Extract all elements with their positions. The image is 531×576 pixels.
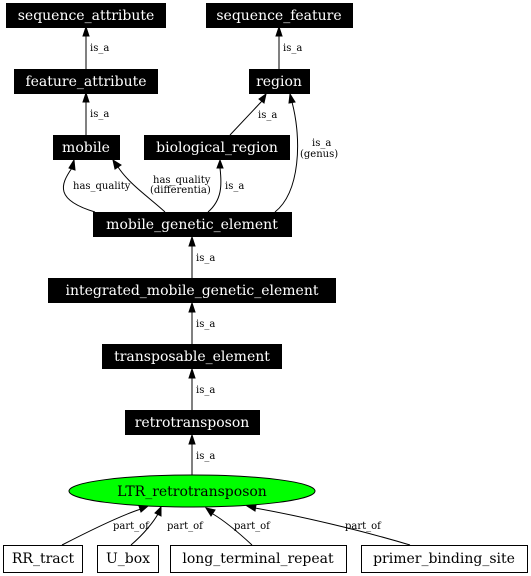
node-integrated-mobile-genetic-element[interactable]: integrated_mobile_genetic_element <box>48 278 336 303</box>
node-label: biological_region <box>156 140 278 156</box>
node-u-box[interactable]: U_box <box>97 545 159 573</box>
edge-label-is-a: is_a <box>283 43 302 54</box>
edge-mge-to-region-genus <box>274 92 299 213</box>
edge-mobile-to-feature-attribute <box>82 91 90 135</box>
node-retrotransposon[interactable]: retrotransposon <box>125 410 260 435</box>
node-transposable-element[interactable]: transposable_element <box>102 344 282 369</box>
edge-label-differentia: (differentia) <box>150 185 211 196</box>
edge-label-is-a-genus: is_a <box>312 138 331 149</box>
edge-label-part-of: part_of <box>113 521 150 532</box>
edge-u-box-to-ltr <box>130 505 162 546</box>
node-mobile[interactable]: mobile <box>53 135 120 160</box>
node-ltr-retrotransposon[interactable]: LTR_retrotransposon <box>68 474 316 508</box>
node-label: LTR_retrotransposon <box>117 484 267 500</box>
node-sequence-attribute[interactable]: sequence_attribute <box>6 3 166 28</box>
node-label: feature_attribute <box>25 74 146 90</box>
edge-te-to-imge <box>188 301 196 344</box>
edge-imge-to-mge <box>188 235 196 278</box>
node-label: mobile_genetic_element <box>106 217 278 233</box>
edge-label-has-quality: has_quality <box>73 181 131 192</box>
node-label: transposable_element <box>114 349 270 365</box>
edge-mge-to-biological-region <box>207 158 224 213</box>
node-label: retrotransposon <box>135 415 250 431</box>
edge-label-is-a: is_a <box>90 109 109 120</box>
edge-label-part-of: part_of <box>345 521 382 532</box>
node-label: U_box <box>106 551 150 567</box>
edge-label-is-a: is_a <box>196 451 215 462</box>
node-region[interactable]: region <box>249 69 310 94</box>
edge-mge-to-mobile-has-quality <box>62 158 96 213</box>
edge-label-part-of: part_of <box>234 521 271 532</box>
edge-pbs-to-ltr <box>245 504 411 546</box>
edge-label-is-a: is_a <box>225 181 244 192</box>
node-label: sequence_feature <box>216 8 341 24</box>
node-label: mobile <box>62 140 110 156</box>
node-label: region <box>256 74 302 90</box>
edge-rr-tract-to-ltr <box>61 505 150 546</box>
node-mobile-genetic-element[interactable]: mobile_genetic_element <box>93 212 292 237</box>
edge-label-is-a: is_a <box>90 43 109 54</box>
edge-biological-region-to-region <box>229 92 267 136</box>
edge-label-is-a: is_a <box>196 385 215 396</box>
edge-label-is-a: is_a <box>196 319 215 330</box>
node-label: sequence_attribute <box>18 8 155 24</box>
node-label: integrated_mobile_genetic_element <box>66 283 319 299</box>
edge-label-has-quality-differentia: has_quality <box>153 175 211 186</box>
edge-ltr-to-retrotransposon <box>188 433 196 476</box>
edge-label-is-a: is_a <box>196 253 215 264</box>
edge-label-part-of: part_of <box>167 521 204 532</box>
edge-mge-to-mobile-differentia <box>112 158 166 213</box>
edge-region-to-sequence-feature <box>275 25 283 69</box>
node-label: primer_binding_site <box>373 551 515 567</box>
edge-label-is-a: is_a <box>258 110 277 121</box>
edge-label-genus: (genus) <box>300 149 338 160</box>
edge-ltr-repeat-to-ltr <box>204 507 253 546</box>
node-primer-binding-site[interactable]: primer_binding_site <box>361 545 528 573</box>
edge-feature-attribute-to-sequence-attribute <box>82 25 90 69</box>
node-label: long_terminal_repeat <box>182 551 334 567</box>
node-long-terminal-repeat[interactable]: long_terminal_repeat <box>170 545 347 573</box>
node-label: RR_tract <box>12 551 75 567</box>
node-feature-attribute[interactable]: feature_attribute <box>14 69 158 94</box>
node-sequence-feature[interactable]: sequence_feature <box>206 3 353 28</box>
edge-retrotransposon-to-te <box>188 367 196 410</box>
node-biological-region[interactable]: biological_region <box>144 135 290 160</box>
node-rr-tract[interactable]: RR_tract <box>3 545 83 573</box>
